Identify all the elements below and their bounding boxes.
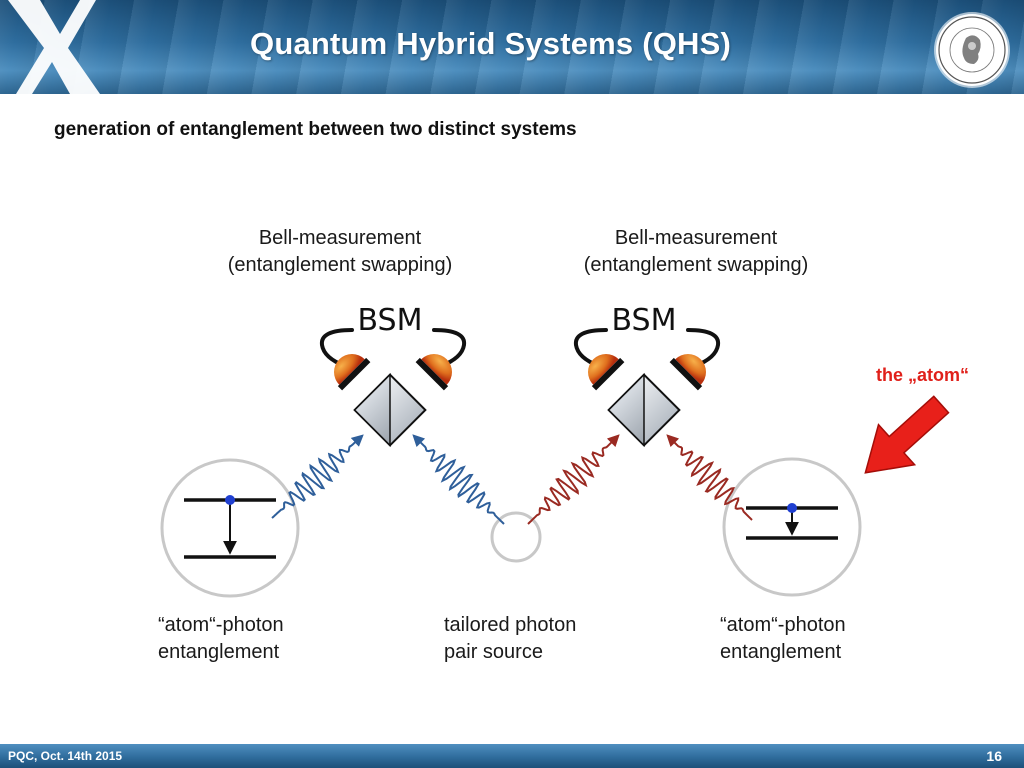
- entanglement-diagram: BSM BSM: [160, 303, 950, 598]
- bsm-right-caption-line2: (entanglement swapping): [583, 254, 809, 276]
- bsm-right-caption: Bell-measurement (entanglement swapping): [556, 225, 836, 279]
- photon-wave-right-atom: [666, 434, 753, 521]
- photon-wave-source-left: [412, 434, 505, 525]
- slide-header: Quantum Hybrid Systems (QHS): [0, 0, 1024, 94]
- source-caption-line1: tailored photon: [444, 614, 577, 636]
- bsm-left-label: BSM: [358, 303, 423, 338]
- header-texture: [0, 0, 1024, 94]
- bsm-right-label: BSM: [612, 303, 677, 338]
- source-caption: tailored photon pair source: [444, 612, 576, 666]
- slide-footer: PQC, Oct. 14th 2015 16: [0, 744, 1024, 768]
- right-system-caption: “atom“-photon entanglement: [720, 612, 846, 666]
- bsm-right-cable-right: [686, 328, 721, 368]
- bsm-right-caption-line1: Bell-measurement: [614, 227, 778, 249]
- bsm-left-caption: Bell-measurement (entanglement swapping): [200, 225, 480, 279]
- bsm-right: [573, 328, 721, 448]
- right-system-caption-line1: “atom“-photon: [720, 614, 846, 636]
- left-system-caption-line2: entanglement: [158, 641, 280, 663]
- bsm-left-cable-left: [319, 328, 354, 368]
- detector-icon: [588, 354, 625, 391]
- red-arrow-icon: [864, 395, 950, 474]
- left-system-caption-line1: “atom“-photon: [158, 614, 284, 636]
- right-atom-system: [722, 457, 862, 597]
- photon-wave-source-right: [527, 434, 620, 525]
- bsm-left-cable-right: [432, 328, 467, 368]
- bsm-right-cable-left: [573, 328, 608, 368]
- photon-pair-source-icon: [490, 511, 542, 563]
- source-caption-line2: pair source: [444, 641, 543, 663]
- slide-title: Quantum Hybrid Systems (QHS): [250, 26, 732, 61]
- slide-subtitle: generation of entanglement between two d…: [54, 119, 577, 140]
- footer-text: PQC, Oct. 14th 2015: [8, 749, 123, 763]
- electron-dot-icon: [225, 495, 235, 505]
- page-number: 16: [986, 748, 1002, 764]
- bsm-left-caption-line1: Bell-measurement: [258, 227, 422, 249]
- detector-icon: [334, 354, 371, 391]
- electron-dot-icon: [787, 503, 797, 513]
- beam-splitter-icon: [607, 372, 681, 448]
- bsm-left-caption-line2: (entanglement swapping): [227, 254, 453, 276]
- detector-icon: [415, 354, 452, 391]
- bsm-left: [319, 328, 467, 448]
- left-system-caption: “atom“-photon entanglement: [158, 612, 284, 666]
- beam-splitter-icon: [353, 372, 427, 448]
- photon-wave-left-atom: [271, 434, 364, 519]
- right-system-caption-line2: entanglement: [720, 641, 842, 663]
- university-seal-icon: [936, 14, 1008, 86]
- left-atom-system: [160, 458, 300, 598]
- x-logo-icon: [8, 0, 100, 94]
- detector-icon: [669, 354, 706, 391]
- photon-waves: [271, 434, 753, 525]
- atom-callout: the „atom“: [876, 365, 970, 385]
